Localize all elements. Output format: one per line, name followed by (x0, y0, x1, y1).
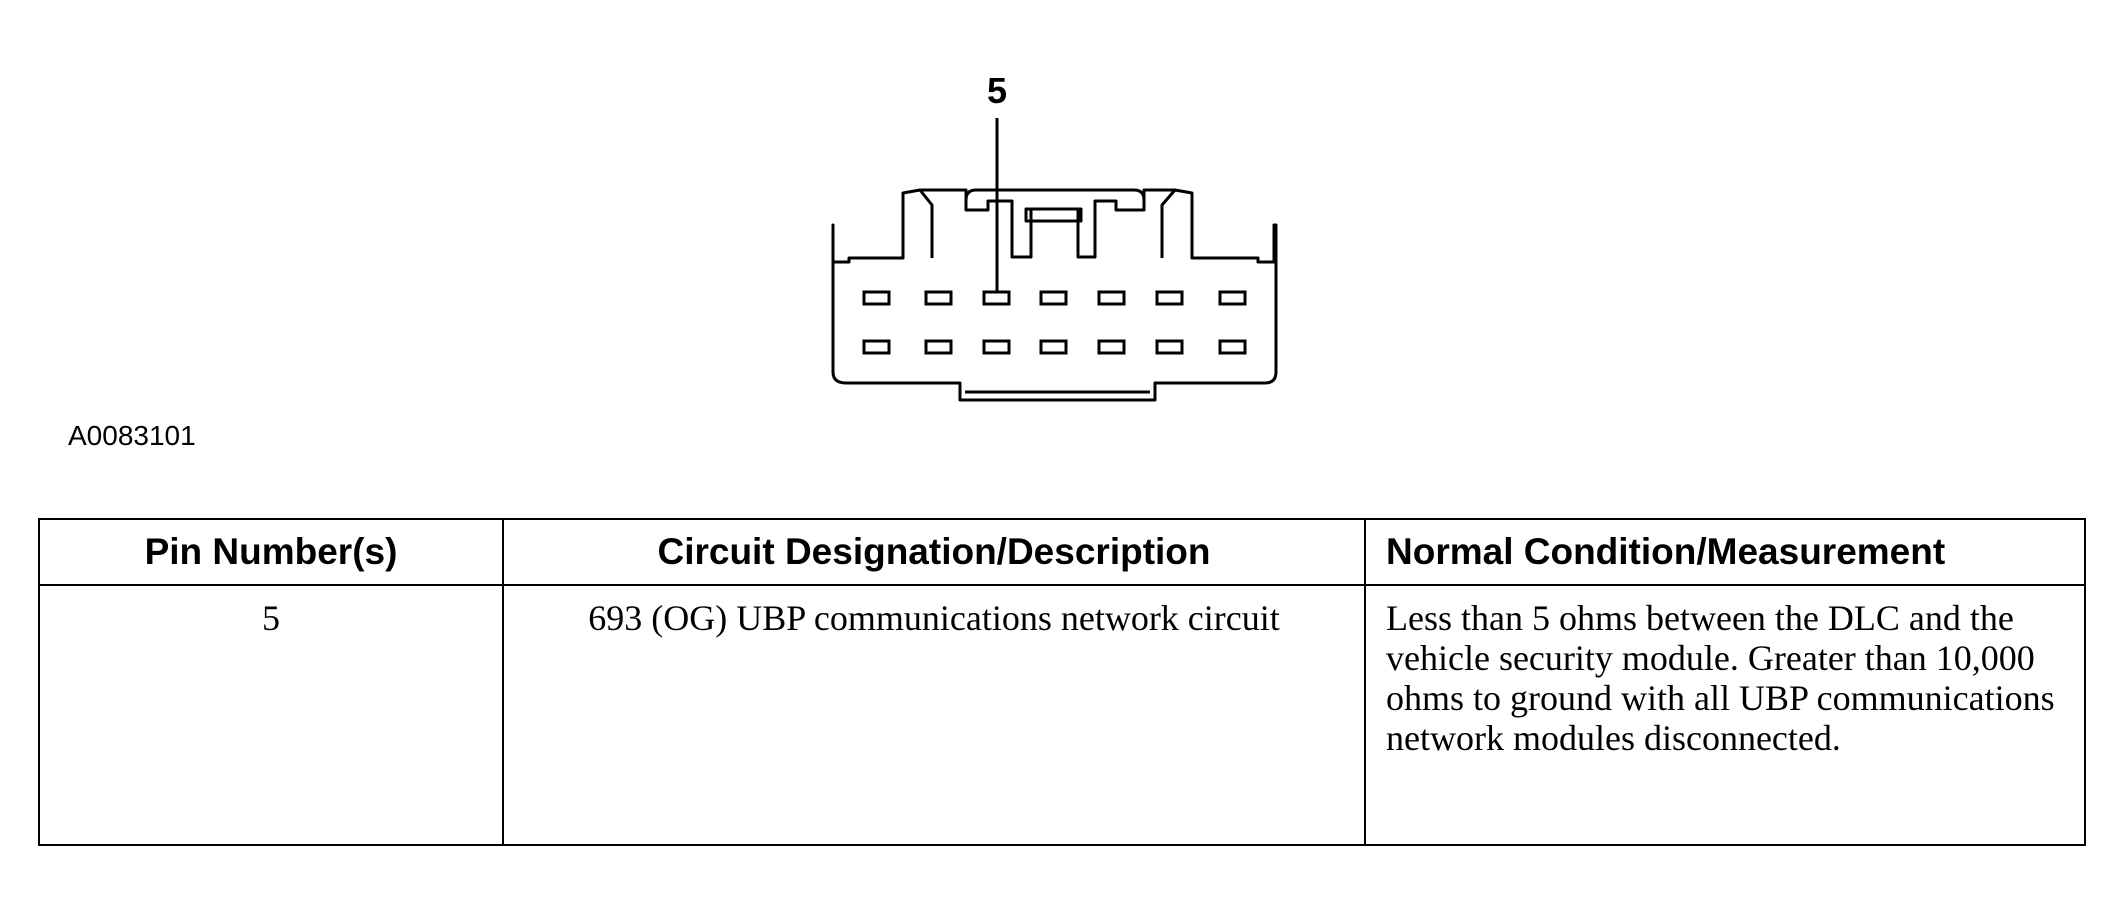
column-header-circuit: Circuit Designation/Description (502, 518, 1366, 586)
pin-cavity (1097, 339, 1126, 355)
pin-callout-label: 5 (987, 70, 1007, 111)
cell-circuit: 693 (OG) UBP communications network circ… (502, 584, 1366, 846)
pin-cavity (1155, 290, 1184, 306)
connector-center-tab (1024, 207, 1083, 223)
connector-latch (964, 188, 1146, 210)
connector-diagram: 5 (831, 70, 1278, 402)
pin-cavity (1155, 339, 1184, 355)
cell-condition: Less than 5 ohms between the DLC and the… (1364, 584, 2086, 846)
pin-cavity (1218, 290, 1247, 306)
column-header-pin: Pin Number(s) (38, 518, 504, 586)
pin-cavity (1039, 339, 1068, 355)
pin-cavity (862, 290, 891, 306)
table-row: 5 693 (OG) UBP communications network ci… (38, 584, 2086, 846)
pin-table: Pin Number(s) Circuit Designation/Descri… (38, 518, 2086, 846)
pin-cavity (924, 290, 953, 306)
connector-left-ear (918, 189, 934, 258)
table-header-row: Pin Number(s) Circuit Designation/Descri… (38, 518, 2086, 586)
column-header-condition: Normal Condition/Measurement (1364, 518, 2086, 586)
connector-right-ear (1160, 189, 1177, 258)
cell-pin: 5 (38, 584, 504, 846)
pin-cavity (1097, 290, 1126, 306)
pin-cavity (1218, 339, 1247, 355)
pin-cavity (982, 290, 1011, 306)
pin-cavity (924, 339, 953, 355)
pin-cavity (862, 339, 891, 355)
figure-id: A0083101 (68, 420, 196, 451)
pin-cavity (1039, 290, 1068, 306)
connector-body-outline (831, 188, 1278, 402)
pin-cavity (982, 339, 1011, 355)
